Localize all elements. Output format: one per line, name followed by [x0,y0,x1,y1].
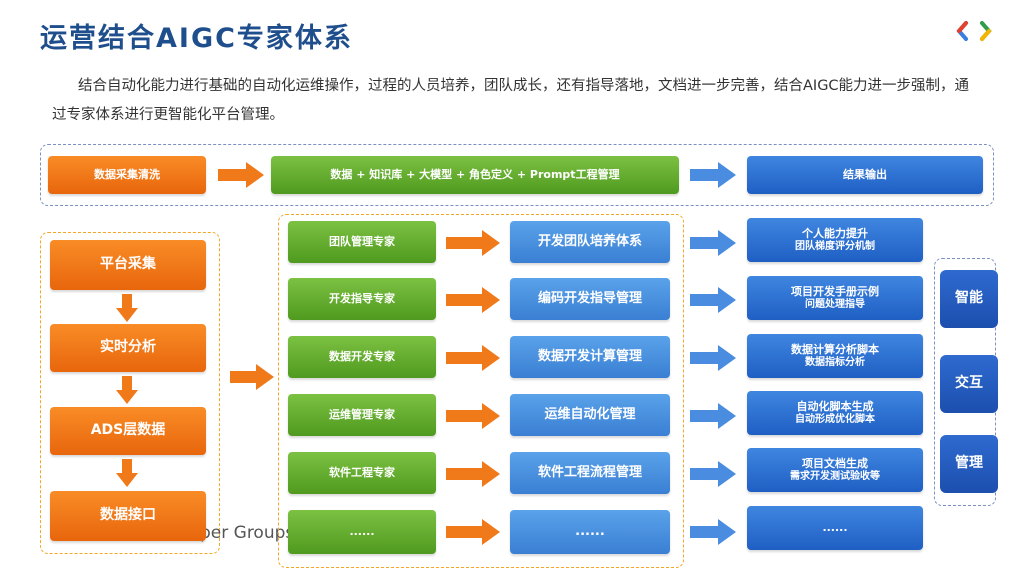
page-title: 运营结合AIGC专家体系 [40,23,353,54]
watermark-text: per Groups [200,523,295,543]
output-box: 个人能力提升团队梯度评分机制 [747,218,923,262]
expert-box: 运维管理专家 [288,394,436,436]
side-label-management: 管理 [940,435,998,493]
top-step-model-pipeline: 数据 + 知识库 + 大模型 + 角色定义 + Prompt工程管理 [271,156,679,194]
system-box: 数据开发计算管理 [510,336,670,378]
intro-paragraph: 结合自动化能力进行基础的自动化运维操作，过程的人员培养，团队成长，还有指导落地，… [52,78,970,123]
pipeline-step-platform-collection: 平台采集 [50,240,206,290]
output-line1: 自动化脚本生成 [796,399,874,413]
system-box: 运维自动化管理 [510,394,670,436]
arrow-right-icon [446,519,500,545]
system-box: 开发团队培养体系 [510,221,670,263]
output-line2: 自动形成优化脚本 [795,413,875,425]
output-line1: ...... [822,521,848,535]
arrow-right-icon [446,461,500,487]
system-box: ...... [510,510,670,554]
output-line2: 问题处理指导 [805,298,865,310]
output-line1: 项目开发手册示例 [791,284,879,298]
arrow-right-icon [218,162,264,188]
brand-logo-icon [956,21,992,41]
output-box: 数据计算分析脚本数据指标分析 [747,334,923,378]
top-flow-container [40,144,994,206]
arrow-down-icon [116,294,138,322]
arrow-down-icon [116,376,138,404]
expert-box: 数据开发专家 [288,336,436,378]
output-box: 自动化脚本生成自动形成优化脚本 [747,391,923,435]
output-line2: 团队梯度评分机制 [795,240,875,252]
system-box: 软件工程流程管理 [510,452,670,494]
output-box: 项目开发手册示例问题处理指导 [747,276,923,320]
arrow-right-icon [230,364,274,390]
pipeline-step-ads-data: ADS层数据 [50,407,206,455]
arrow-right-icon [690,287,736,313]
experts-container [278,214,684,568]
arrow-down-icon [116,459,138,487]
expert-box: 团队管理专家 [288,221,436,263]
arrow-right-icon [446,230,500,256]
arrow-right-icon [446,403,500,429]
expert-box: 开发指导专家 [288,278,436,320]
left-pipeline-container [40,232,220,554]
side-label-intelligent: 智能 [940,270,998,328]
expert-box: ...... [288,510,436,554]
top-step-result-output: 结果输出 [747,156,983,194]
output-box: ...... [747,506,923,550]
arrow-right-icon [690,345,736,371]
output-line2: 需求开发测试验收等 [790,470,880,482]
output-line1: 数据计算分析脚本 [791,342,879,356]
arrow-right-icon [690,403,736,429]
system-box: 编码开发指导管理 [510,278,670,320]
output-line1: 个人能力提升 [802,226,868,240]
arrow-right-icon [446,345,500,371]
pipeline-step-data-interface: 数据接口 [50,491,206,541]
arrow-right-icon [446,287,500,313]
arrow-right-icon [690,461,736,487]
side-label-interaction: 交互 [940,355,998,413]
output-box: 项目文档生成需求开发测试验收等 [747,448,923,492]
expert-box: 软件工程专家 [288,452,436,494]
arrow-right-icon [690,519,736,545]
arrow-right-icon [690,162,736,188]
output-line1: 项目文档生成 [802,456,868,470]
arrow-right-icon [690,230,736,256]
top-step-data-collection: 数据采集清洗 [48,156,206,194]
output-line2: 数据指标分析 [805,356,865,368]
pipeline-step-realtime-analysis: 实时分析 [50,324,206,372]
